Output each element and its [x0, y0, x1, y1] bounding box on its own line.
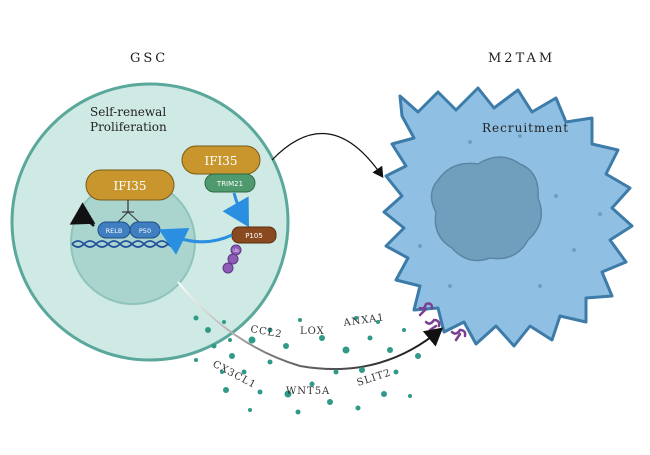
- secreted-factor-dot: [211, 343, 217, 349]
- secreted-factor-dot: [387, 347, 393, 353]
- secreted-factor-dot: [333, 369, 339, 375]
- trim21-to-p105-arrow: [222, 192, 249, 228]
- recruitment-arrow: [271, 132, 384, 178]
- gsc-process-line1: Self-renewal: [90, 105, 166, 119]
- secretion-arrow: [177, 281, 444, 371]
- secreted-factor-dot: [194, 358, 198, 362]
- secreted-factor-dot: [402, 328, 406, 332]
- ubiquitin: [227, 253, 239, 265]
- macrophage-nucleus: [430, 156, 543, 262]
- ifi35-cytoplasm-label: IFI35: [204, 154, 237, 168]
- secreted-factor-dot: [319, 335, 325, 341]
- secreted-factor-dot: [355, 405, 361, 411]
- ubiquitin-chain: Ub: [222, 244, 242, 274]
- receptor: [450, 328, 467, 342]
- ifi35-nucleus: IFI35: [85, 169, 175, 224]
- secreted-factor-dot: [295, 409, 301, 415]
- secreted-factor-dot: [257, 389, 263, 395]
- p105: P105: [231, 226, 277, 244]
- secreted-factor-dot: [298, 318, 302, 322]
- tam-title: M2TAM: [488, 51, 555, 66]
- secreted-factor-dot: [309, 381, 315, 387]
- gsc-process-line2: Proliferation: [90, 120, 167, 134]
- trim21: TRIM21: [204, 173, 256, 193]
- ifi35-cytoplasm: IFI35: [181, 145, 261, 175]
- secreted-factor-dot: [284, 390, 292, 398]
- ubiquitin-label: Ub: [233, 248, 239, 253]
- receptors: [418, 302, 467, 342]
- factor-cx3cl1: CX3CL1: [211, 359, 258, 391]
- transcription-arrow: [69, 202, 96, 227]
- tam-process: Recruitment: [482, 121, 569, 135]
- secreted-factor-dot: [205, 327, 211, 333]
- secreted-factor-dot: [367, 335, 373, 341]
- p105-to-p50-arrow: [158, 227, 233, 255]
- secreted-factor-dot: [415, 353, 421, 359]
- secreted-factor-dot: [381, 391, 387, 397]
- secreted-factor-dot: [376, 320, 380, 324]
- p50-label: P50: [139, 227, 151, 235]
- relb-p50-complex: RELB P50: [97, 221, 161, 239]
- secreted-factor-dot: [229, 353, 235, 359]
- m2-tam-cell: Recruitment: [382, 86, 634, 348]
- secreted-factor-dot: [220, 370, 224, 374]
- secreted-dots: [193, 315, 421, 415]
- receptor: [418, 302, 434, 317]
- p105-label: P105: [245, 232, 263, 240]
- ifi35-nucleus-label: IFI35: [113, 179, 146, 193]
- secreted-factor-dot: [267, 327, 273, 333]
- secreted-factor-dot: [267, 359, 273, 365]
- trim21-label: TRIM21: [216, 180, 243, 188]
- factor-anxa1: ANXA1: [342, 312, 385, 329]
- secreted-factor-dot: [223, 387, 229, 393]
- secreted-factor-dot: [359, 367, 365, 373]
- factor-wnt5a: WNT5A: [286, 386, 330, 397]
- ubiquitin: [222, 262, 234, 274]
- gsc-title: GSC: [130, 51, 168, 66]
- secreted-factor-dot: [248, 408, 252, 412]
- secreted-factor-dot: [327, 399, 333, 405]
- secreted-factor-dot: [248, 336, 256, 344]
- secreted-factor-dot: [342, 346, 350, 354]
- receptor: [424, 318, 441, 332]
- secreted-factor-dot: [193, 315, 199, 321]
- relb-label: RELB: [106, 227, 123, 235]
- secreted-factor-dot: [354, 316, 358, 320]
- secreted-factor-dot: [408, 394, 412, 398]
- factor-lox: LOX: [300, 326, 325, 337]
- secreted-factor-dot: [283, 343, 289, 349]
- secreted-factor-dot: [241, 369, 247, 375]
- secreted-factor-dot: [228, 338, 232, 342]
- secreted-factor-dot: [222, 320, 226, 324]
- secreted-factor-dot: [393, 369, 399, 375]
